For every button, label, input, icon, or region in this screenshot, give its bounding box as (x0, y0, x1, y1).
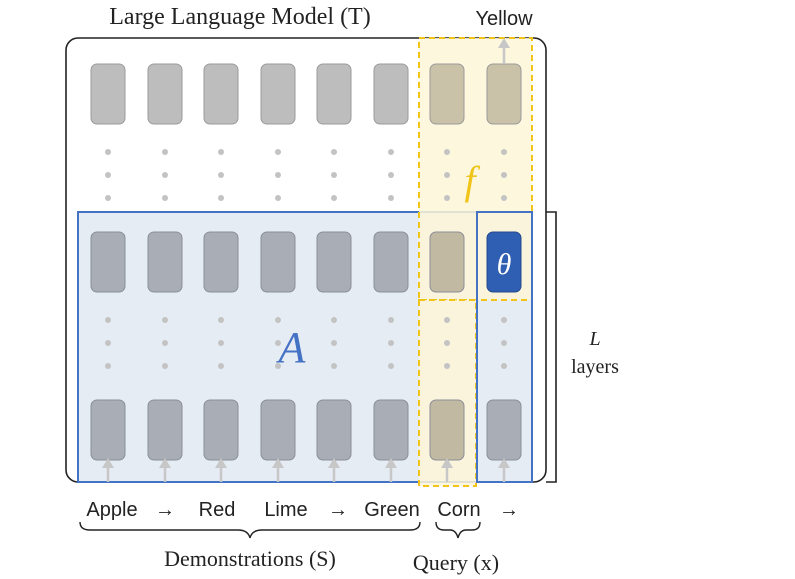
top-row-nodes (90, 63, 522, 125)
region-a-symbol: A (276, 323, 307, 372)
node (260, 399, 296, 461)
token-lime: Lime (264, 499, 307, 521)
lower-dots (105, 317, 507, 369)
node (203, 399, 239, 461)
layers-bracket (546, 211, 557, 483)
diagram-title: Large Language Model (T) (109, 4, 370, 30)
upper-dots (105, 149, 507, 201)
node (316, 231, 352, 293)
theta-symbol: θ (497, 248, 512, 281)
token-apple: Apple (86, 499, 137, 521)
node (316, 399, 352, 461)
token-arrow: → (499, 499, 519, 521)
output-label: Yellow (475, 8, 533, 30)
node (147, 231, 183, 293)
layers-L: L (588, 328, 600, 350)
node (260, 63, 296, 125)
token-green: Green (364, 499, 420, 521)
node (147, 399, 183, 461)
node (373, 399, 409, 461)
node (90, 399, 126, 461)
node (90, 63, 126, 125)
token-arrow: → (155, 499, 175, 521)
node (429, 231, 465, 293)
token-corn: Corn (437, 499, 480, 521)
bottom-row-nodes (90, 399, 522, 461)
node (429, 63, 465, 125)
theta-node (486, 231, 522, 293)
node (90, 231, 126, 293)
node (316, 63, 352, 125)
node (260, 231, 296, 293)
demonstrations-brace (79, 521, 421, 539)
query-label: Query (x) (413, 550, 499, 575)
token-red: Red (199, 499, 236, 521)
layers-word: layers (571, 356, 619, 378)
node (373, 231, 409, 293)
node (203, 63, 239, 125)
node (147, 63, 183, 125)
node (373, 63, 409, 125)
node (486, 63, 522, 125)
node (429, 399, 465, 461)
output-arrow (498, 38, 510, 64)
middle-row-nodes (90, 231, 522, 293)
token-arrow: → (328, 499, 348, 521)
query-brace (435, 521, 481, 539)
input-arrows (102, 458, 510, 482)
demonstrations-label: Demonstrations (S) (164, 546, 336, 571)
node (486, 399, 522, 461)
node (203, 231, 239, 293)
